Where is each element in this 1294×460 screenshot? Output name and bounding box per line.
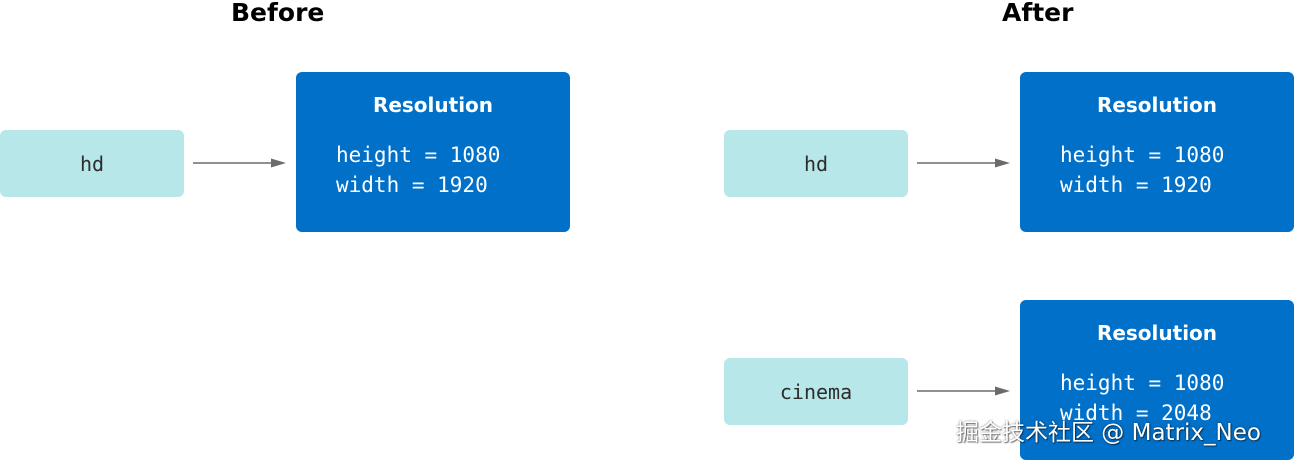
struct-title: Resolution xyxy=(372,93,494,117)
after-heading: After xyxy=(1002,0,1074,27)
height-property: height = 1080 xyxy=(336,143,501,167)
struct-title: Resolution xyxy=(1096,93,1218,117)
height-property: height = 1080 xyxy=(1060,143,1225,167)
struct-title: Resolution xyxy=(1096,321,1218,345)
width-property: width = 1920 xyxy=(336,173,488,197)
variable-cinema-after: cinema xyxy=(724,358,908,425)
variable-hd-before: hd xyxy=(0,130,184,197)
width-property: width = 2048 xyxy=(1060,401,1212,425)
arrow-cinema-after xyxy=(917,386,1010,396)
width-property: width = 1920 xyxy=(1060,173,1212,197)
resolution-instance-cinema-after: Resolution height = 1080 width = 2048 xyxy=(1020,300,1294,460)
watermark: 掘金技术社区 @ Matrix_Neo xyxy=(956,420,1261,446)
variable-hd-after: hd xyxy=(724,130,908,197)
resolution-instance-hd-after: Resolution height = 1080 width = 1920 xyxy=(1020,72,1294,232)
resolution-instance-before: Resolution height = 1080 width = 1920 xyxy=(296,72,570,232)
arrow-hd-after xyxy=(917,158,1010,168)
before-heading: Before xyxy=(231,0,325,27)
height-property: height = 1080 xyxy=(1060,371,1225,395)
arrow-hd-before xyxy=(193,158,286,168)
